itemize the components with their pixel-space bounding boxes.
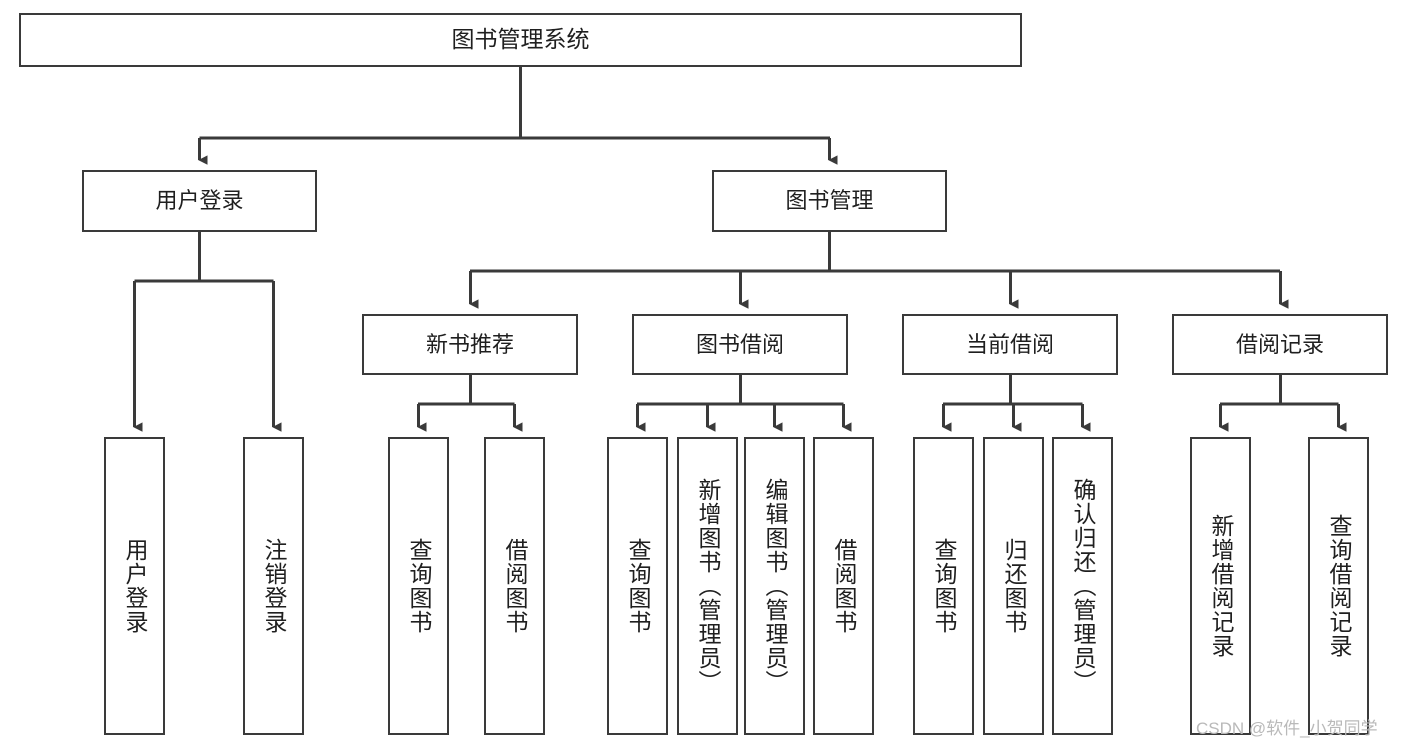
node-leaf-query-book-recommend[interactable]: 查询图书 <box>388 437 449 735</box>
node-label-leaf-query-book-current: 查询图书 <box>931 538 957 634</box>
node-leaf-return-book[interactable]: 归还图书 <box>983 437 1044 735</box>
node-leaf-query-book[interactable]: 查询图书 <box>607 437 668 735</box>
node-label-leaf-borrow-book-recommend: 借阅图书 <box>502 538 528 634</box>
node-leaf-logout[interactable]: 注销登录 <box>243 437 304 735</box>
node-label-user-login: 用户登录 <box>155 188 244 214</box>
node-label-new-book-recommend: 新书推荐 <box>425 331 514 357</box>
node-leaf-query-record[interactable]: 查询借阅记录 <box>1308 437 1369 735</box>
node-new-book-recommend[interactable]: 新书推荐 <box>362 314 578 375</box>
node-leaf-edit-book[interactable]: 编辑图书（管理员） <box>744 437 805 735</box>
node-leaf-add-book[interactable]: 新增图书（管理员） <box>677 437 738 735</box>
node-label-leaf-edit-book: 编辑图书（管理员） <box>762 478 788 694</box>
node-leaf-query-book-current[interactable]: 查询图书 <box>913 437 974 735</box>
node-current-borrow[interactable]: 当前借阅 <box>902 314 1118 375</box>
node-label-leaf-confirm-return: 确认归还（管理员） <box>1070 478 1096 694</box>
node-leaf-borrow-book-recommend[interactable]: 借阅图书 <box>484 437 545 735</box>
node-label-leaf-logout: 注销登录 <box>261 538 287 634</box>
node-book-manage[interactable]: 图书管理 <box>712 170 947 232</box>
node-label-leaf-query-book-recommend: 查询图书 <box>406 538 432 634</box>
node-label-leaf-user-login: 用户登录 <box>122 538 148 634</box>
node-label-current-borrow: 当前借阅 <box>965 331 1054 357</box>
watermark-credit: CSDN @软件_小贺同学 <box>1196 719 1378 738</box>
node-label-root: 图书管理系统 <box>451 26 590 53</box>
node-label-leaf-query-book: 查询图书 <box>625 538 651 634</box>
node-label-leaf-borrow-book: 借阅图书 <box>831 538 857 634</box>
node-leaf-add-record[interactable]: 新增借阅记录 <box>1190 437 1251 735</box>
node-label-leaf-add-book: 新增图书（管理员） <box>695 478 721 694</box>
node-root-system[interactable]: 图书管理系统 <box>19 13 1022 67</box>
node-user-login[interactable]: 用户登录 <box>82 170 317 232</box>
node-label-leaf-return-book: 归还图书 <box>1001 538 1027 634</box>
node-label-book-manage: 图书管理 <box>785 188 874 214</box>
node-label-leaf-query-record: 查询借阅记录 <box>1326 514 1352 658</box>
node-label-borrow-record: 借阅记录 <box>1235 331 1324 357</box>
node-leaf-borrow-book[interactable]: 借阅图书 <box>813 437 874 735</box>
node-label-book-borrow: 图书借阅 <box>695 331 784 357</box>
node-book-borrow[interactable]: 图书借阅 <box>632 314 848 375</box>
node-leaf-user-login[interactable]: 用户登录 <box>104 437 165 735</box>
node-borrow-record[interactable]: 借阅记录 <box>1172 314 1388 375</box>
node-label-leaf-add-record: 新增借阅记录 <box>1208 514 1234 658</box>
node-leaf-confirm-return[interactable]: 确认归还（管理员） <box>1052 437 1113 735</box>
